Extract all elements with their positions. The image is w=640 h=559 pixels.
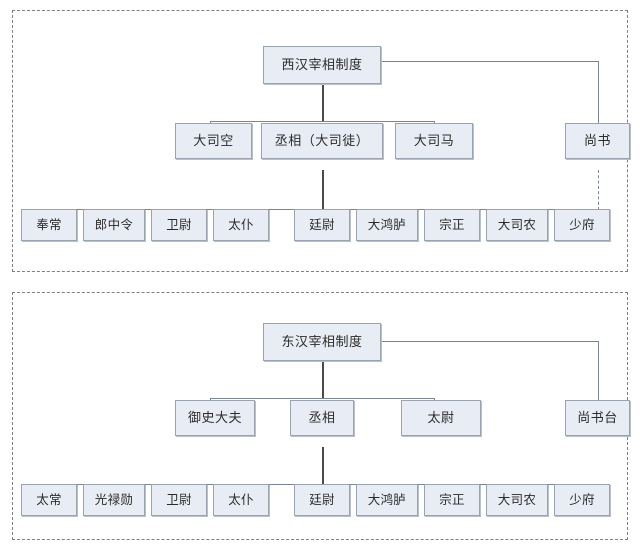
connector-level2-bus	[210, 398, 435, 399]
node-label: 宗正	[439, 491, 465, 507]
connector-root-to-level2-trunk	[322, 84, 324, 122]
node-leaf-3[interactable]: 卫尉	[151, 209, 207, 241]
node-leaf-5[interactable]: 廷尉	[294, 484, 350, 516]
node-label: 尚书	[583, 133, 611, 149]
node-label: 大司空	[193, 133, 234, 149]
node-label: 太仆	[228, 491, 254, 507]
node-leaf-1[interactable]: 太常	[21, 484, 77, 516]
panel-eastern-han: 东汉宰相制度 御史大夫 丞相 太尉 尚书台 太常 光禄勋 卫尉 太仆 廷尉 大鸿…	[12, 292, 630, 540]
node-chengxiang[interactable]: 丞相	[290, 400, 354, 436]
node-leaf-6[interactable]: 大鸿胪	[356, 484, 418, 516]
node-leaf-6[interactable]: 大鸿胪	[356, 209, 418, 241]
node-label: 御史大夫	[187, 410, 242, 426]
node-eastern-han-root[interactable]: 东汉宰相制度	[263, 323, 381, 361]
node-label: 东汉宰相制度	[281, 334, 363, 350]
connector-root-to-shangshutai-v	[598, 341, 599, 418]
node-label: 少府	[569, 491, 595, 507]
node-shangshutai[interactable]: 尚书台	[565, 400, 630, 436]
connector-chengxiang-to-level3-trunk	[322, 447, 324, 485]
node-leaf-1[interactable]: 奉常	[21, 209, 77, 241]
node-label: 郎中令	[94, 216, 134, 232]
node-label: 卫尉	[166, 491, 192, 507]
node-leaf-7[interactable]: 宗正	[424, 484, 480, 516]
panel-western-han: 西汉宰相制度 大司空 丞相（大司徒） 大司马 尚书 奉常 郎中令 卫尉 太仆 廷…	[12, 10, 630, 272]
node-leaf-9[interactable]: 少府	[554, 209, 610, 241]
node-label: 廷尉	[309, 216, 335, 232]
node-label: 奉常	[36, 216, 62, 232]
node-leaf-4[interactable]: 太仆	[213, 209, 269, 241]
node-leaf-9[interactable]: 少府	[554, 484, 610, 516]
node-leaf-7[interactable]: 宗正	[424, 209, 480, 241]
connector-chengxiang-to-level3-trunk	[322, 170, 324, 210]
node-label: 丞相	[308, 410, 336, 426]
node-shangshu[interactable]: 尚书	[565, 123, 630, 159]
node-leaf-2[interactable]: 郎中令	[83, 209, 145, 241]
node-label: 光禄勋	[94, 491, 134, 507]
node-label: 大司农	[497, 216, 537, 232]
node-leaf-4[interactable]: 太仆	[213, 484, 269, 516]
node-label: 廷尉	[309, 491, 335, 507]
connector-root-to-shangshu-h	[382, 61, 599, 62]
node-dasikong[interactable]: 大司空	[175, 123, 252, 159]
node-label: 尚书台	[577, 410, 618, 426]
node-taiwei[interactable]: 太尉	[401, 400, 481, 436]
node-label: 太尉	[427, 410, 455, 426]
node-leaf-8[interactable]: 大司农	[486, 484, 548, 516]
node-label: 卫尉	[166, 216, 192, 232]
node-leaf-3[interactable]: 卫尉	[151, 484, 207, 516]
node-western-han-root[interactable]: 西汉宰相制度	[263, 46, 381, 84]
node-label: 大鸿胪	[367, 216, 407, 232]
node-label: 西汉宰相制度	[281, 57, 363, 73]
node-chengxiang-dasitu[interactable]: 丞相（大司徒）	[261, 123, 383, 159]
node-leaf-5[interactable]: 廷尉	[294, 209, 350, 241]
connector-root-to-shangshu-v	[598, 61, 599, 141]
node-label: 太仆	[228, 216, 254, 232]
node-label: 宗正	[439, 216, 465, 232]
node-label: 丞相（大司徒）	[274, 133, 370, 149]
connector-root-to-level2-trunk	[322, 361, 324, 399]
node-leaf-8[interactable]: 大司农	[486, 209, 548, 241]
node-label: 大鸿胪	[367, 491, 407, 507]
connector-root-to-shangshutai-h	[382, 341, 599, 342]
connector-shangshu-to-level3-dashed	[598, 170, 599, 210]
connector-level2-bus	[210, 121, 435, 122]
node-label: 太常	[36, 491, 62, 507]
node-yushidafu[interactable]: 御史大夫	[175, 400, 255, 436]
node-label: 少府	[569, 216, 595, 232]
node-dasima[interactable]: 大司马	[395, 123, 473, 159]
node-label: 大司马	[413, 133, 455, 149]
node-label: 大司农	[497, 491, 537, 507]
node-leaf-2[interactable]: 光禄勋	[83, 484, 145, 516]
